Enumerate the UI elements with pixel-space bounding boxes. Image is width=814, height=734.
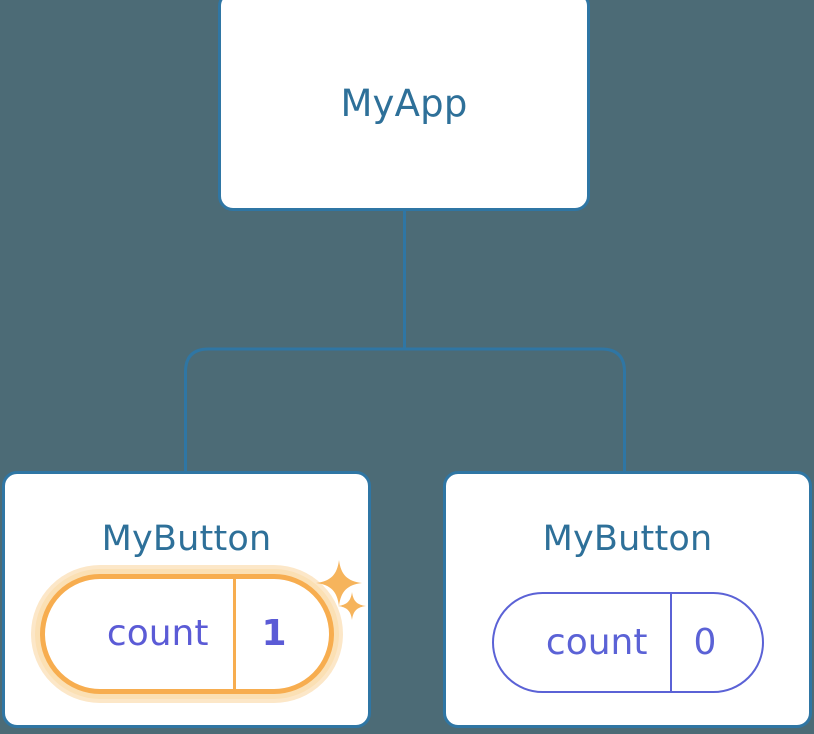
node-mybutton-left[interactable]: MyButton count 1 — [2, 471, 371, 728]
node-mybutton-right-title: MyButton — [542, 519, 713, 559]
state-pill-wrapper-left: count 1 — [39, 574, 334, 694]
state-value-right: 0 — [669, 594, 762, 691]
node-mybutton-right[interactable]: MyButton count 0 — [443, 471, 812, 728]
state-key-right: count — [545, 621, 648, 663]
node-myapp[interactable]: MyApp — [218, 0, 590, 211]
node-mybutton-left-title: MyButton — [101, 519, 272, 559]
state-pill-right[interactable]: count 0 — [491, 592, 764, 693]
state-pill-wrapper-right: count 0 — [491, 592, 764, 693]
state-value-left: 1 — [232, 579, 329, 689]
state-pill-left[interactable]: count 1 — [39, 574, 334, 694]
node-myapp-title: MyApp — [340, 82, 468, 125]
edge-branch-bus — [184, 347, 626, 472]
state-key-left: count — [106, 613, 209, 654]
